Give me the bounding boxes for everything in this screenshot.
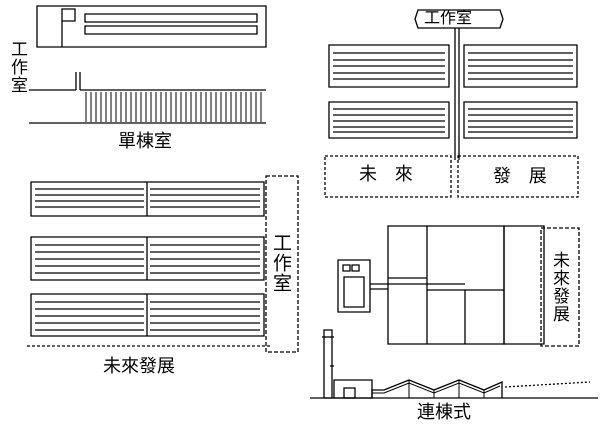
connected-future-box (541, 228, 579, 346)
single-greenhouse-elevation (29, 72, 266, 123)
top-right-workroom-label: 工作室 (424, 8, 473, 27)
connected-future-label: 未來發展 (549, 251, 569, 323)
greenhouse-row-1 (31, 182, 264, 216)
left-future-label: 未來發展 (103, 356, 175, 377)
future-left-label: 未 來 (359, 164, 419, 185)
single-greenhouse-title: 單棟室 (118, 131, 172, 152)
single-greenhouse-plan (37, 6, 266, 47)
greenhouse-row-2 (31, 237, 264, 280)
greenhouse-row-3 (31, 294, 264, 336)
greenhouse-row-upper (329, 45, 577, 87)
connected-greenhouse-title: 連棟式 (417, 402, 471, 423)
elevation-stripes (86, 92, 261, 122)
connected-greenhouse-plan (338, 226, 579, 346)
top-right-layout (325, 10, 578, 197)
vertical-workroom-box (266, 176, 298, 352)
left-rows-layout (27, 176, 298, 352)
future-development-zone (325, 156, 578, 197)
connected-greenhouse-elevation (310, 330, 598, 398)
greenhouse-row-lower (329, 102, 577, 138)
single-workroom-label: 工作室 (7, 40, 27, 94)
left-workroom-label: 工作室 (270, 233, 292, 293)
future-right-label: 發 展 (493, 166, 553, 187)
